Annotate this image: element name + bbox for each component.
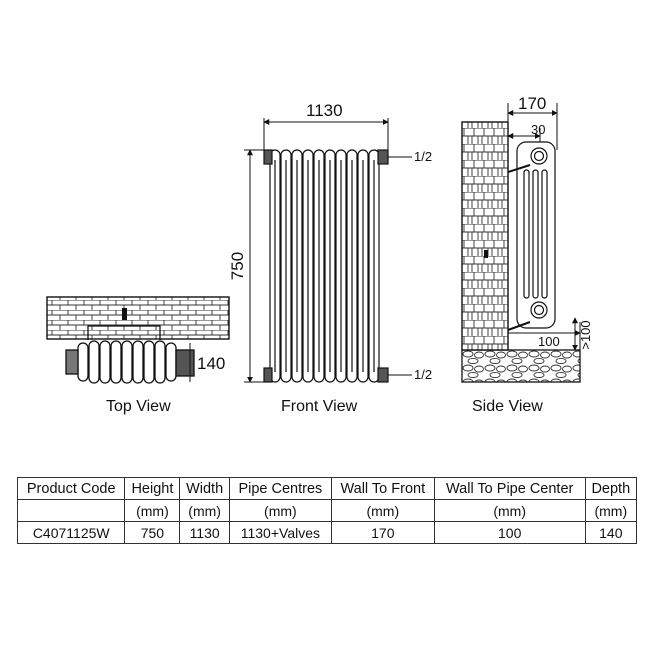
unit-cell: (mm) <box>124 499 181 522</box>
table-row: C4071125W 750 1130 1130+Valves 170 100 1… <box>16 521 638 544</box>
cell-height: 750 <box>124 521 181 544</box>
table-header-row: Product Code Height Width Pipe Centres W… <box>16 477 638 500</box>
side-pipe-dimension: 30 <box>531 122 545 137</box>
side-view-caption: Side View <box>472 398 543 415</box>
cell-wall-to-front: 170 <box>330 521 435 544</box>
unit-cell: (mm) <box>584 499 638 522</box>
front-view-caption: Front View <box>281 398 358 415</box>
header-height: Height <box>124 477 181 500</box>
unit-cell: (mm) <box>433 499 586 522</box>
header-product-code: Product Code <box>16 477 126 500</box>
cell-product-code: C4071125W <box>16 521 126 544</box>
table-units-row: (mm) (mm) (mm) (mm) (mm) (mm) <box>16 499 638 522</box>
technical-drawing: 140 1130 750 <box>46 94 593 384</box>
cell-width: 1130 <box>179 521 230 544</box>
top-view-wall <box>46 296 230 340</box>
front-width-dimension: 1130 <box>306 101 343 120</box>
cell-wall-to-pipe-center: 100 <box>433 521 586 544</box>
side-pipe-center-dimension: 100 <box>538 334 560 349</box>
header-pipe-centres: Pipe Centres <box>228 477 332 500</box>
spec-table: Product Code Height Width Pipe Centres W… <box>16 477 638 544</box>
header-width: Width <box>179 477 230 500</box>
unit-cell: (mm) <box>228 499 332 522</box>
unit-cell: (mm) <box>179 499 230 522</box>
side-front-dimension: 170 <box>518 94 546 113</box>
unit-cell <box>16 499 126 522</box>
side-view: 170 30 100 >100 <box>461 94 593 383</box>
top-view-caption: Top View <box>106 398 171 415</box>
side-view-wall <box>461 121 509 351</box>
side-view-floor <box>461 349 581 383</box>
wall-bracket <box>122 308 127 320</box>
floor-clearance-dimension: >100 <box>578 320 593 349</box>
top-view: 140 <box>46 296 230 384</box>
top-view-brackets <box>87 325 161 340</box>
header-depth: Depth <box>584 477 638 500</box>
header-wall-to-front: Wall To Front <box>330 477 435 500</box>
header-wall-to-pipe-center: Wall To Pipe Center <box>433 477 586 500</box>
front-view: 1130 750 1/2 <box>228 101 432 383</box>
cell-pipe-centres: 1130+Valves <box>228 521 332 544</box>
front-radiator <box>263 149 389 383</box>
front-height-dimension: 750 <box>228 252 247 280</box>
cell-depth: 140 <box>584 521 638 544</box>
side-radiator <box>507 141 556 331</box>
valve-bottom-label: 1/2 <box>414 367 432 382</box>
valve-top-label: 1/2 <box>414 149 432 164</box>
top-depth-dimension: 140 <box>197 354 225 373</box>
top-view-radiator <box>65 340 195 384</box>
unit-cell: (mm) <box>330 499 435 522</box>
